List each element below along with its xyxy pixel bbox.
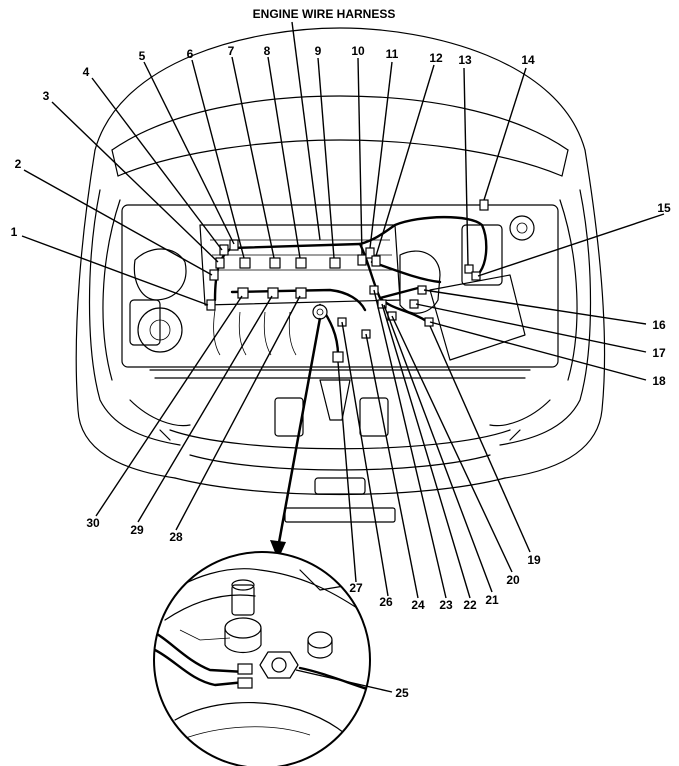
callout-2: 2 bbox=[15, 157, 22, 171]
ground-point bbox=[312, 304, 328, 320]
title-leader bbox=[291, 21, 321, 241]
car-body-outline bbox=[75, 27, 606, 523]
callout-24: 24 bbox=[411, 598, 425, 612]
callout-5: 5 bbox=[139, 49, 146, 63]
callout-18: 18 bbox=[652, 374, 666, 388]
callout-7: 7 bbox=[228, 44, 235, 58]
callout-15: 15 bbox=[657, 201, 671, 215]
callout-27: 27 bbox=[349, 581, 363, 595]
callout-19: 19 bbox=[527, 553, 541, 567]
callout-1: 1 bbox=[11, 225, 18, 239]
callout-6: 6 bbox=[187, 47, 194, 61]
connector-3 bbox=[215, 257, 225, 269]
connector-7 bbox=[269, 257, 281, 269]
callout-9: 9 bbox=[315, 44, 322, 58]
terminal-b bbox=[237, 677, 253, 689]
connector-6 bbox=[239, 257, 251, 269]
callout-17: 17 bbox=[652, 346, 666, 360]
connector-1 bbox=[206, 299, 216, 311]
connector-9 bbox=[329, 257, 341, 269]
connector-27 bbox=[332, 351, 344, 363]
callout-28: 28 bbox=[169, 530, 183, 544]
callout-13: 13 bbox=[458, 53, 472, 67]
harness-connectors bbox=[206, 199, 489, 363]
connector-2 bbox=[209, 269, 219, 281]
connector-12 bbox=[371, 255, 381, 267]
callout-8: 8 bbox=[264, 44, 271, 58]
connector-14 bbox=[479, 199, 489, 211]
callout-20: 20 bbox=[506, 573, 520, 587]
callout-10: 10 bbox=[351, 44, 365, 58]
callout-4: 4 bbox=[83, 65, 90, 79]
callout-21: 21 bbox=[485, 593, 499, 607]
connector-4 bbox=[219, 244, 229, 256]
callout-25: 25 bbox=[395, 686, 409, 700]
wire-harness bbox=[213, 215, 488, 357]
connector-10 bbox=[357, 254, 367, 266]
callout-30: 30 bbox=[86, 516, 100, 530]
diagram-title: ENGINE WIRE HARNESS bbox=[253, 7, 396, 21]
callout-22: 22 bbox=[463, 598, 477, 612]
connector-5 bbox=[229, 239, 239, 251]
connector-13 bbox=[464, 264, 474, 274]
callout-12: 12 bbox=[429, 51, 443, 65]
terminal-a bbox=[237, 663, 253, 675]
callout-16: 16 bbox=[652, 318, 666, 332]
callout-14: 14 bbox=[521, 53, 535, 67]
callout-29: 29 bbox=[130, 523, 144, 537]
detail-arrow-head bbox=[270, 540, 286, 560]
callout-23: 23 bbox=[439, 598, 453, 612]
ground-bolt bbox=[259, 651, 299, 679]
callout-26: 26 bbox=[379, 595, 393, 609]
callout-3: 3 bbox=[43, 89, 50, 103]
connector-8 bbox=[295, 257, 307, 269]
detail-arrow-line bbox=[276, 317, 322, 549]
callout-25-leader bbox=[295, 669, 393, 693]
connector-29 bbox=[267, 287, 279, 299]
callout-leaders bbox=[21, 56, 665, 599]
callout-11: 11 bbox=[386, 47, 399, 61]
callout-numbers: 1 2 3 4 5 6 7 8 9 10 11 12 13 14 15 16 1… bbox=[11, 44, 671, 612]
connector-30 bbox=[237, 287, 249, 299]
ground-detail-inset: 25 bbox=[153, 551, 409, 766]
connector-18 bbox=[424, 317, 434, 327]
connector-28 bbox=[295, 287, 307, 299]
